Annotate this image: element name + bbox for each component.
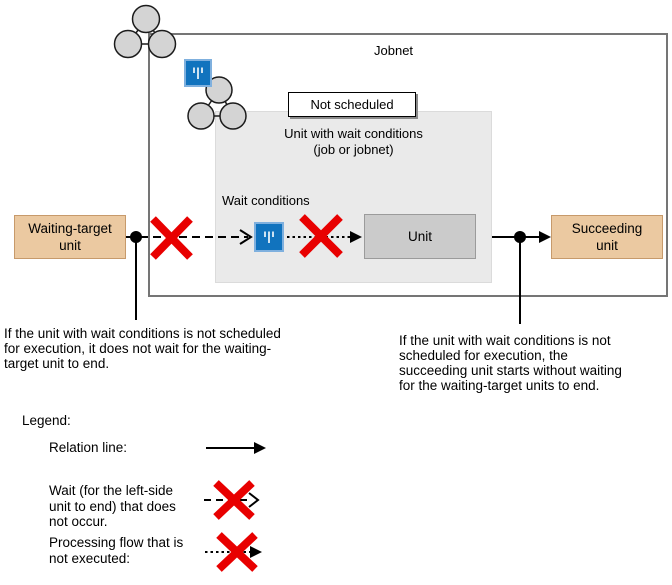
junction-dot-left bbox=[130, 231, 142, 243]
legend-item-relation-line: Relation line: bbox=[49, 440, 128, 455]
succeeding-unit-label: Succeeding unit bbox=[571, 221, 643, 253]
unit-label: Unit bbox=[407, 229, 432, 244]
legend-item-flow-not-executed: Processing flow that is not executed: bbox=[49, 535, 184, 566]
note-left: If the unit with wait conditions is not … bbox=[4, 326, 281, 371]
jobnet-with-wait-icon bbox=[187, 76, 247, 130]
legend-relation-arrow bbox=[206, 442, 266, 454]
not-scheduled-box: Not scheduled bbox=[288, 92, 416, 117]
wait-condition-icon bbox=[254, 222, 284, 252]
jobnet-with-wait-icon-circles bbox=[187, 76, 247, 130]
legend-flow-arrow bbox=[205, 546, 262, 558]
wait-condition-glyph bbox=[264, 231, 274, 243]
legend-item-wait-not-occur: Wait (for the left-side unit to end) tha… bbox=[49, 483, 176, 529]
jobnet-icon bbox=[113, 4, 177, 59]
red-x-icon bbox=[213, 480, 255, 520]
legend-title: Legend: bbox=[22, 413, 71, 428]
jobnet-icon-circles bbox=[113, 4, 177, 59]
not-scheduled-label: Not scheduled bbox=[310, 97, 394, 112]
wait-condition-glyph bbox=[193, 67, 203, 79]
waiting-target-unit-label: Waiting-target unit bbox=[28, 221, 112, 253]
waiting-target-unit-box: Waiting-target unit bbox=[14, 215, 126, 259]
note-right: If the unit with wait conditions is not … bbox=[399, 333, 622, 393]
jobnet-box bbox=[148, 33, 668, 297]
wait-conditions-label: Wait conditions bbox=[222, 193, 310, 208]
legend-wait-arrow bbox=[204, 492, 260, 508]
unit-box: Unit bbox=[364, 214, 476, 259]
red-x-icon bbox=[216, 532, 258, 572]
jobnet-label: Jobnet bbox=[374, 43, 414, 58]
wait-condition-icon bbox=[184, 59, 212, 87]
unit-with-wait-conditions-label: Unit with wait conditions (job or jobnet… bbox=[284, 126, 423, 157]
succeeding-unit-box: Succeeding unit bbox=[551, 215, 663, 259]
